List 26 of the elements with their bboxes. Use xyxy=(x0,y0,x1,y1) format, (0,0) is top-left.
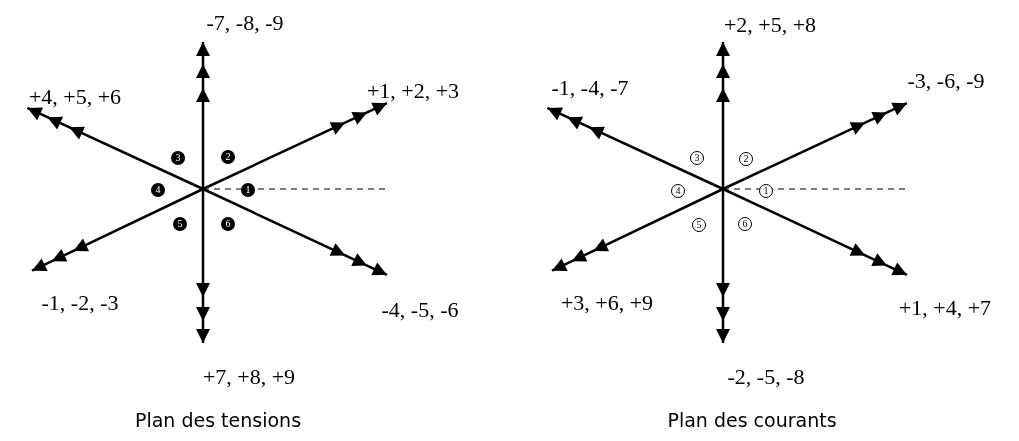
ray-end-label: -1, -4, -7 xyxy=(551,77,629,99)
caption: Plan des tensions xyxy=(134,410,302,430)
sector-number: 3 xyxy=(171,151,185,165)
ray-end-label: -4, -5, -6 xyxy=(381,299,459,321)
sector-number: 2 xyxy=(739,152,753,166)
ray-end-label: -3, -6, -9 xyxy=(907,70,985,92)
ray-end-label: +3, +6, +9 xyxy=(560,292,654,314)
sector-number: 3 xyxy=(690,151,704,165)
ray-end-label: +2, +5, +8 xyxy=(723,14,817,36)
ray-end-label: +1, +4, +7 xyxy=(898,297,992,319)
ray-end-label: -1, -2, -3 xyxy=(41,292,119,314)
ray-end-label: +7, +8, +9 xyxy=(202,366,296,388)
caption: Plan des courants xyxy=(667,410,837,430)
sector-number: 1 xyxy=(759,184,773,198)
ray-end-label: -2, -5, -8 xyxy=(727,366,805,388)
sector-number: 2 xyxy=(221,150,235,164)
ray-end-label: +1, +2, +3 xyxy=(366,80,460,102)
sector-number: 6 xyxy=(738,217,752,231)
sector-number: 4 xyxy=(151,183,165,197)
sector-number: 5 xyxy=(173,217,187,231)
sector-number: 4 xyxy=(671,184,685,198)
sector-number: 5 xyxy=(692,218,706,232)
ray-end-label: -7, -8, -9 xyxy=(206,12,284,34)
ray-end-label: +4, +5, +6 xyxy=(28,86,122,108)
sector-number: 6 xyxy=(221,217,235,231)
sector-number: 1 xyxy=(241,183,255,197)
